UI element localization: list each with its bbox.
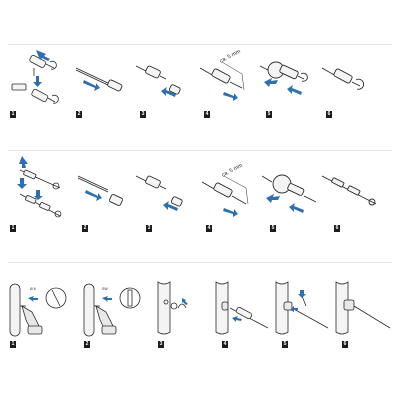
- row1-step4-illustration: ca. 5 mm: [199, 48, 245, 101]
- arrow-icon: [85, 190, 102, 201]
- row1-step-badge-5: 5: [266, 111, 272, 118]
- row2-step-badge-4: 4: [206, 225, 212, 232]
- row3-step2-illustration: SW: [83, 283, 141, 337]
- row1-step-badge-3: 3: [140, 111, 146, 118]
- row2-step-badge-3: 3: [146, 225, 152, 232]
- arrow-icon: [232, 316, 242, 322]
- row3-step-badge-3: 3: [158, 341, 164, 348]
- row1-step-badge-6: 6: [326, 111, 332, 118]
- arrow-icon: [163, 201, 178, 211]
- arrow-icon: [28, 296, 38, 302]
- row-2: 1 2 3: [10, 156, 377, 232]
- row2-step6-illustration: [321, 175, 377, 206]
- row2-step1-illustration: [17, 156, 62, 218]
- arrow-icon: [102, 296, 112, 302]
- row1-step-badge-2: 2: [76, 111, 82, 118]
- row1-step5-illustration: [259, 61, 308, 95]
- arrow-icon: [223, 208, 238, 217]
- row-1: 1 2 3: [0, 0, 400, 150]
- row3-step5-illustration: [275, 281, 329, 335]
- arrow-icon: [182, 298, 188, 305]
- row3-step4-illustration: [215, 281, 269, 335]
- row3-step6-illustration: [335, 281, 391, 335]
- row3-step3-illustration: [157, 281, 188, 335]
- row3-step-badge-4: 4: [222, 341, 228, 348]
- arrow-icon: [264, 78, 302, 95]
- row3-step-badge-6: 6: [342, 341, 348, 348]
- drill-label: SW: [102, 287, 108, 291]
- separator-2: [8, 262, 392, 263]
- drill-label: Ø 6: [30, 287, 36, 291]
- row2-step5-illustration: [261, 174, 317, 213]
- row1-step1-illustration: [11, 50, 59, 104]
- row2-step-badge-2: 2: [82, 225, 88, 232]
- row2-step-badge-6: 6: [334, 225, 340, 232]
- row2-step-badge-1: 1: [10, 225, 16, 232]
- row3-step-badge-5: 5: [282, 341, 288, 348]
- arrow-icon: [33, 50, 50, 87]
- row3-step-badge-2: 2: [84, 341, 90, 348]
- separator-1: [8, 150, 392, 151]
- separator-top: [8, 44, 392, 45]
- row3-step-badge-1: 1: [10, 341, 16, 348]
- arrow-icon: [83, 80, 100, 91]
- arrow-icon: [266, 194, 304, 213]
- row1-step6-illustration: [321, 67, 365, 90]
- arrow-icon: [290, 290, 306, 312]
- row1-step-badge-4: 4: [204, 111, 210, 118]
- arrow-icon: [161, 87, 176, 97]
- row2-step2-illustration: [75, 67, 123, 92]
- arrow-icon: [223, 92, 238, 101]
- row2-step4-illustration: ca. 5 mm: [201, 162, 249, 217]
- row2-step-badge-5: 5: [270, 225, 276, 232]
- arrow-icon: [17, 156, 43, 200]
- row2-step2b-illustration: [77, 175, 123, 206]
- row1-step-badge-1: 1: [10, 111, 16, 118]
- row3-step1-illustration: Ø 6: [9, 283, 67, 337]
- row2-step3-illustration: [135, 175, 183, 211]
- row1-step3-illustration: [135, 65, 181, 97]
